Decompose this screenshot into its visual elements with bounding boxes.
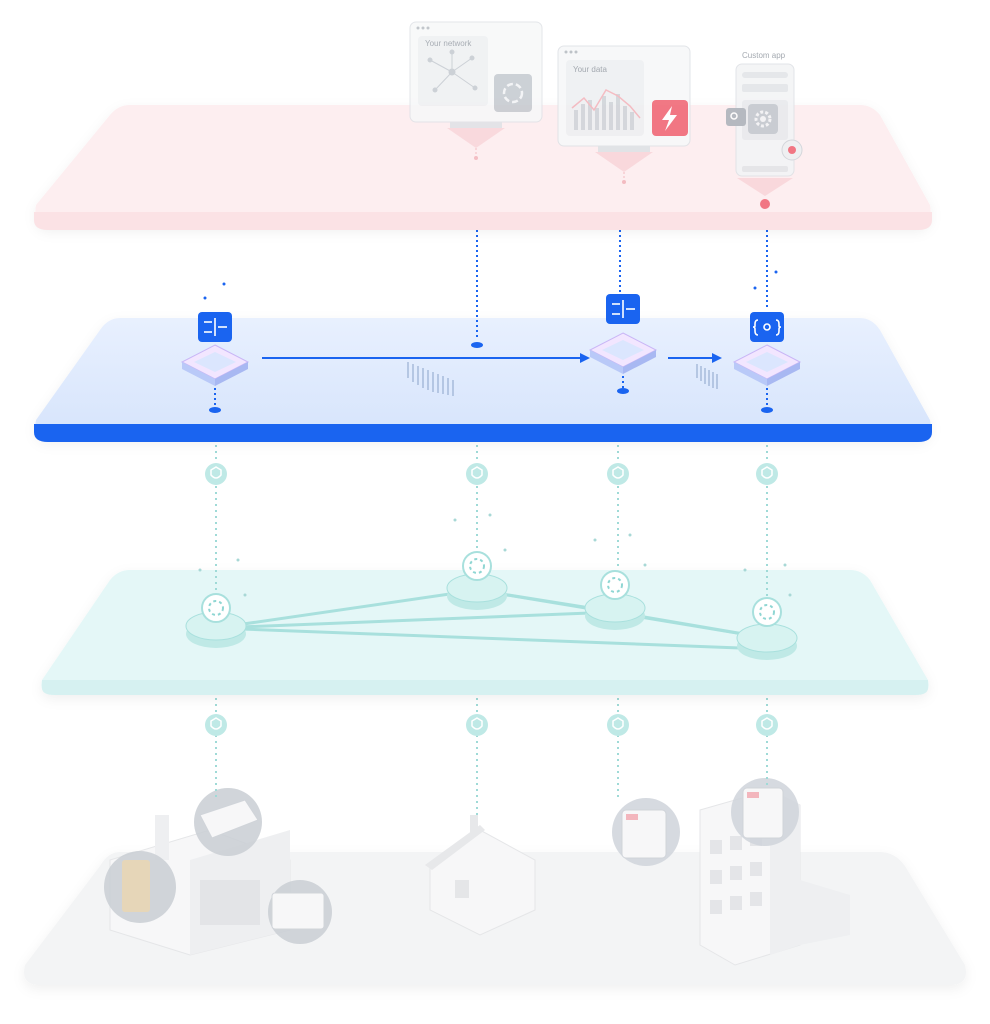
app-window-network: Your network — [409, 21, 543, 160]
mesh-links — [215, 588, 768, 650]
network-node — [446, 551, 508, 610]
network-layer — [41, 513, 929, 695]
shield-check-icon — [466, 714, 488, 736]
ring-node-icon — [607, 577, 623, 593]
network-node — [736, 597, 798, 660]
lightning-icon — [662, 106, 677, 131]
data-flow-arrows — [262, 353, 722, 363]
shield-check-icon — [756, 714, 778, 736]
app-window-caption: Your network — [425, 39, 472, 48]
app-window-data: Your data — [557, 45, 691, 184]
app-window-caption: Your data — [573, 65, 608, 74]
integration-node — [180, 282, 250, 413]
bar-chart-icon — [574, 94, 634, 130]
integration-app-connectors — [476, 230, 768, 340]
network-node — [584, 570, 646, 630]
integration-layer-plate — [35, 318, 931, 440]
security-badges — [205, 463, 778, 736]
integration-node — [732, 270, 802, 413]
device-network-connectors — [215, 680, 768, 815]
gateway-device — [612, 798, 680, 866]
network-node — [185, 593, 247, 648]
motion-hatch — [407, 362, 718, 396]
shield-check-icon — [466, 463, 488, 485]
application-layer-plate — [35, 105, 931, 228]
office-building-device — [699, 778, 850, 966]
house-device — [425, 815, 536, 936]
factory-device — [104, 788, 332, 956]
data-flow-icon — [204, 318, 227, 336]
signal-sparkles — [198, 513, 792, 597]
network-layer-plate — [41, 570, 929, 695]
integration-layer — [34, 270, 932, 442]
shield-check-icon — [607, 714, 629, 736]
gear-icon — [754, 110, 772, 128]
code-braces-icon — [752, 319, 782, 336]
app-window-caption: Custom app — [742, 51, 786, 60]
ring-node-icon — [208, 600, 224, 616]
network-graph-icon — [427, 49, 478, 93]
integration-endpoint — [471, 342, 483, 348]
ring-node-icon — [759, 604, 775, 620]
search-key-icon — [730, 112, 738, 120]
shield-check-icon — [205, 714, 227, 736]
application-layer: Your network Your data — [34, 21, 932, 230]
ring-node-icon — [469, 558, 485, 574]
shield-check-icon — [205, 463, 227, 485]
data-flow-icon — [612, 300, 635, 318]
device-layer — [24, 778, 966, 985]
shield-check-icon — [607, 463, 629, 485]
integration-node — [588, 294, 658, 394]
network-monitor-icon — [502, 82, 524, 104]
heart-icon — [788, 146, 796, 154]
network-integration-connectors — [215, 445, 768, 596]
shield-check-icon — [756, 463, 778, 485]
app-window-custom-app: Custom app — [726, 51, 803, 209]
